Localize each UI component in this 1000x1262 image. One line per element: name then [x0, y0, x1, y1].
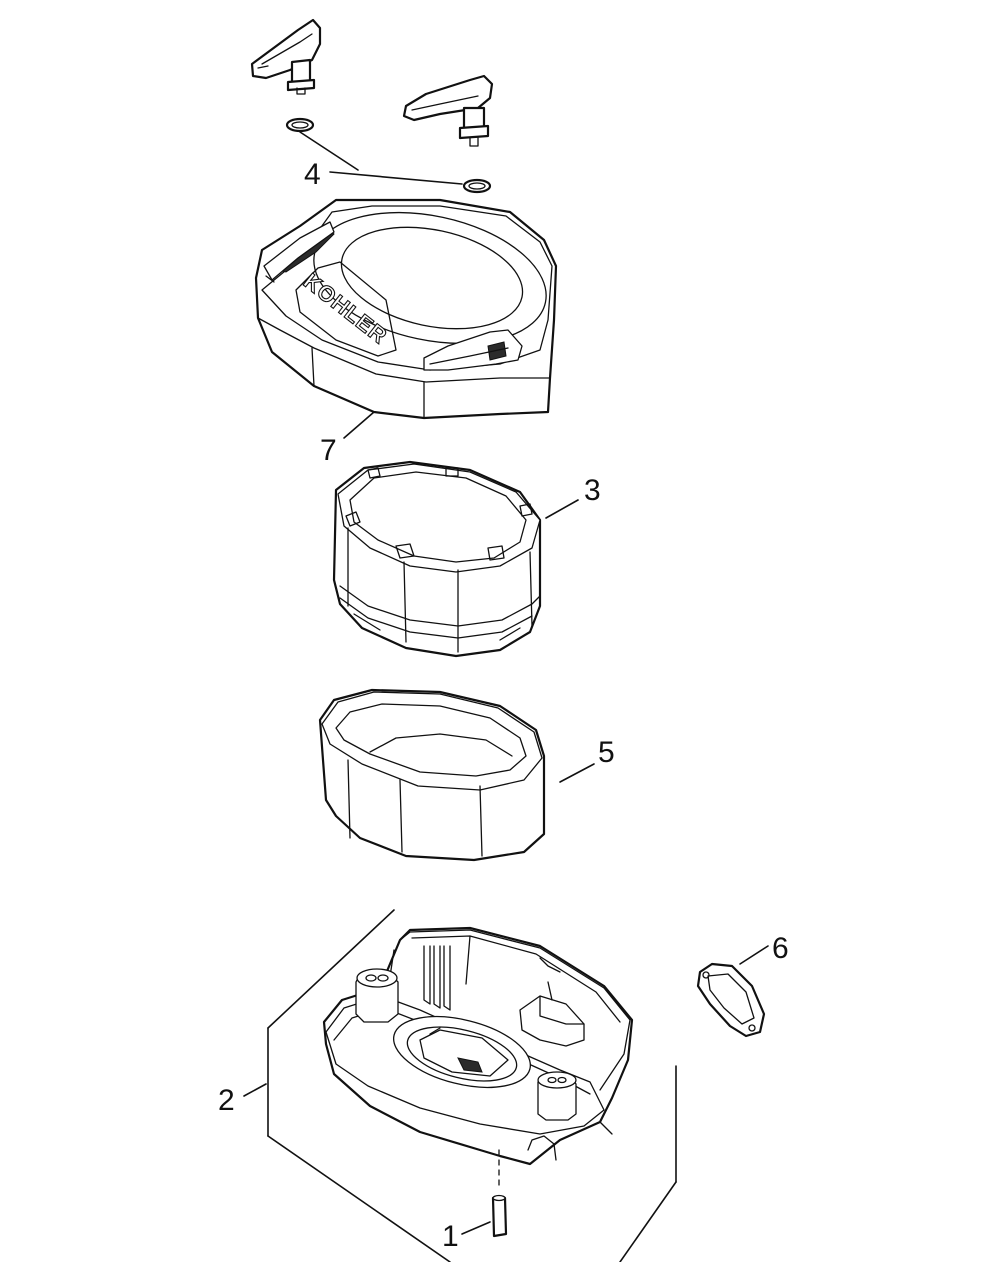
- air-filter-element: [332, 460, 542, 658]
- knob-right: [402, 74, 494, 147]
- air-cleaner-base: [322, 926, 634, 1166]
- knob-left: [250, 18, 322, 95]
- callout-6: 6: [772, 932, 789, 965]
- pre-cleaner: [318, 688, 546, 862]
- callout-4: 4: [304, 158, 321, 191]
- callout-2: 2: [218, 1084, 235, 1117]
- pin: [491, 1149, 508, 1238]
- air-cleaner-cover: KOHLER: [254, 198, 558, 420]
- callout-5: 5: [598, 736, 615, 769]
- callout-3: 3: [584, 474, 601, 507]
- o-rings: [285, 117, 492, 194]
- callout-7: 7: [320, 434, 337, 467]
- gasket: [696, 962, 766, 1038]
- callout-1: 1: [442, 1220, 459, 1253]
- leader-lines: [243, 131, 769, 1262]
